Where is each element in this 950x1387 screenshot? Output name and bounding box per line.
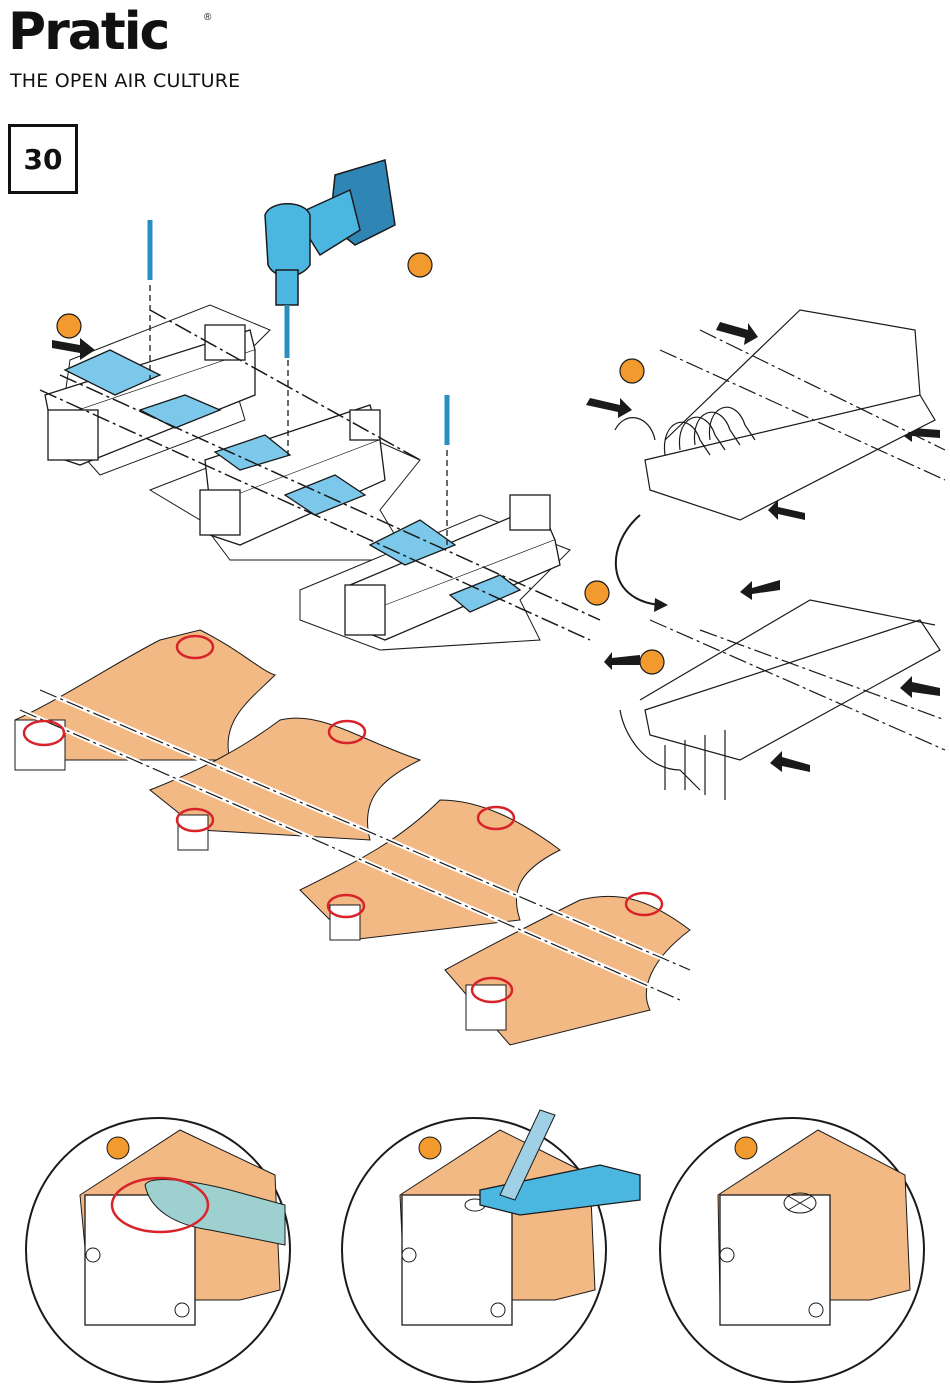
step-marker-dot: [585, 581, 609, 605]
rotate-arrow-head: [654, 598, 668, 612]
detail-press-panel: [26, 1118, 290, 1382]
step-marker-dot: [57, 314, 81, 338]
gutter-profile-icon: [615, 310, 945, 800]
drill-template-panel: [40, 220, 600, 650]
template-sheet-icon: [15, 630, 690, 1045]
finger-icon: [107, 1137, 129, 1159]
step-marker-dot: [620, 359, 644, 383]
step-marker-dot: [640, 650, 664, 674]
step-marker-dot: [408, 253, 432, 277]
detail-cut-panel: [342, 1110, 640, 1382]
detail-result-panel: [660, 1118, 924, 1382]
drill-icon: [265, 160, 395, 358]
rotate-arrow-icon: [616, 515, 660, 605]
